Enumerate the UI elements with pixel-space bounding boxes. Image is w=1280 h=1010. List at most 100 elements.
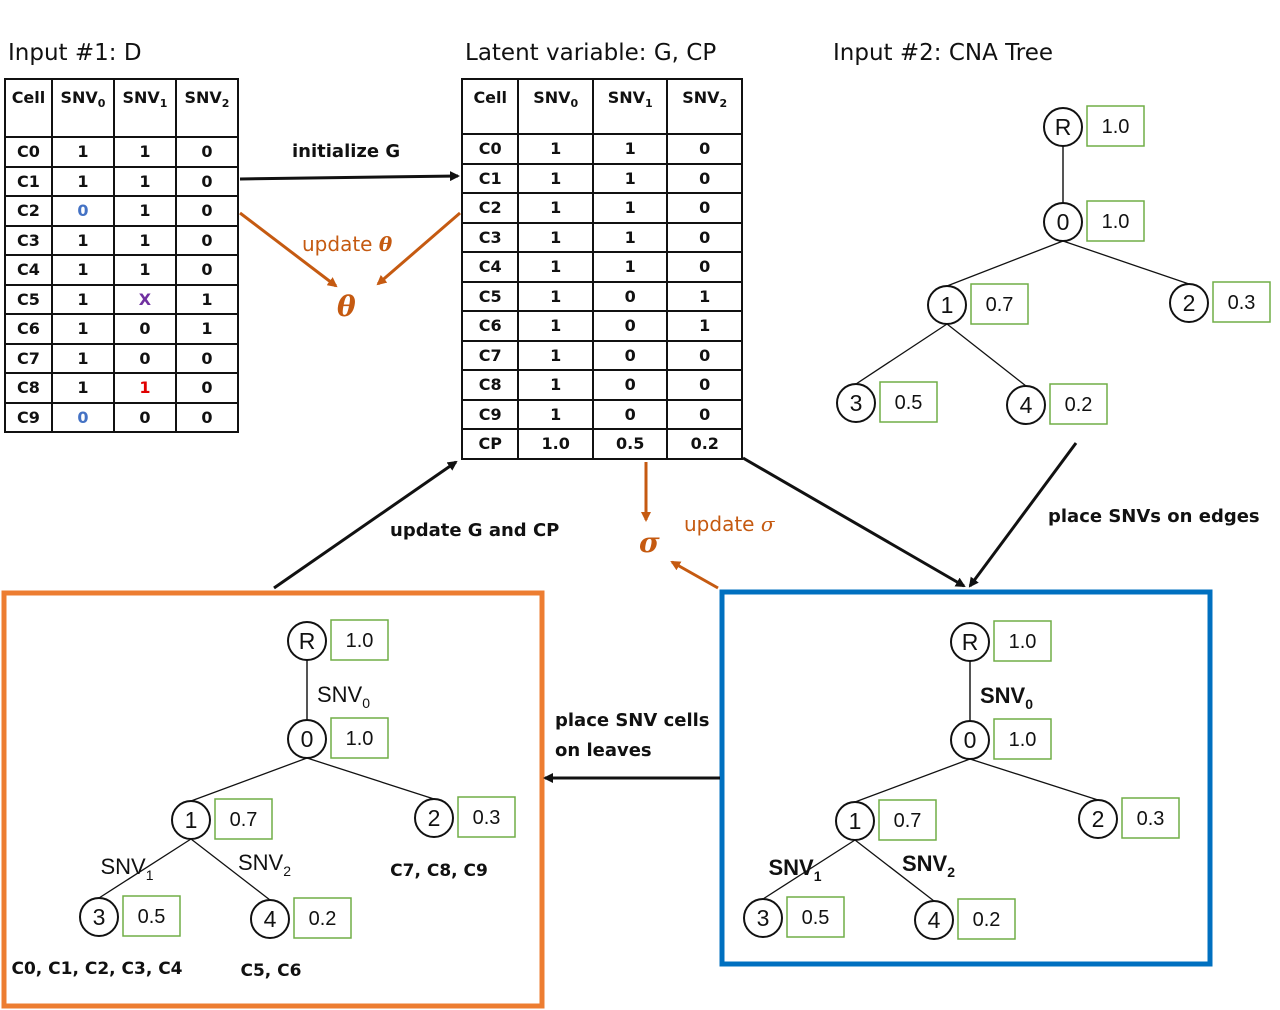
snv-value: 1 (591, 162, 669, 194)
node-label: 2 (428, 805, 441, 831)
cell-id: C9 (4, 401, 53, 433)
snv-value: 0 (666, 251, 743, 283)
clone-prevalence-box (122, 895, 181, 937)
node-label: 1 (185, 807, 198, 833)
node-circle (743, 898, 783, 938)
snv-value: 0 (112, 342, 177, 374)
update-sigma-label: update σ (684, 512, 774, 536)
theta-symbol: θ (337, 290, 356, 323)
snv-value: 0 (174, 195, 240, 227)
snv-edge-label-1-3: SNV1 (768, 855, 821, 884)
latent-variable-title: Latent variable: G, CP (465, 40, 717, 66)
initialize-g-label: initialize G (292, 141, 401, 162)
tree-edge-1-3 (762, 839, 856, 900)
snv-value: 1 (50, 165, 115, 197)
snv-value: 1 (50, 224, 115, 256)
update-g-cp-arrow (273, 460, 458, 590)
clone-prevalence-value: 0.7 (894, 810, 922, 832)
node-label: 0 (964, 727, 977, 753)
snv-edge-label-1-4: SNV2 (902, 851, 955, 880)
node-circle (950, 720, 990, 760)
clone-prevalence-box (1121, 797, 1180, 839)
clone-prevalence-box (214, 798, 273, 840)
snv-value: 1 (112, 224, 177, 256)
node-label: 3 (757, 905, 770, 931)
node-circle (414, 798, 454, 838)
cell-id: C6 (4, 313, 53, 345)
snv-value: 0 (666, 192, 743, 224)
clone-prevalence-box (879, 381, 938, 423)
node-label: 1 (849, 808, 862, 834)
node-circle (1043, 107, 1083, 147)
sigma-symbol: σ (639, 526, 660, 559)
cna-tree-title: Input #2: CNA Tree (833, 40, 1054, 66)
tree-edge-1-4 (946, 323, 1027, 387)
cell-id: C3 (460, 221, 520, 253)
place-cells-label-line2: on leaves (555, 740, 652, 761)
node-circle (287, 719, 327, 759)
node-circle (835, 801, 875, 841)
snv-edge-label-R-0: SNV0 (980, 683, 1033, 712)
snv-value: 0.2 (666, 428, 743, 460)
tree-edge-1-4 (854, 839, 935, 902)
clone-prevalence-value: 0.3 (1137, 808, 1165, 830)
update-theta-arrow-left (239, 211, 338, 288)
clone-prevalence-box (993, 620, 1052, 662)
column-header-snv0: SNV0 (517, 78, 594, 135)
tree-edge-1-4 (190, 838, 271, 901)
clone-prevalence-box (330, 619, 389, 661)
tree-edge-0-1 (190, 757, 308, 802)
clone-prevalence-value: 1.0 (1102, 211, 1130, 233)
snv-value: 0 (174, 401, 240, 433)
clone-prevalence-box (330, 717, 389, 759)
column-header-cell: Cell (4, 78, 53, 138)
update-theta-arrow-right (376, 211, 461, 286)
column-header-snv0: SNV0 (50, 78, 115, 138)
clone-prevalence-box (993, 718, 1052, 760)
clone-prevalence-box (957, 898, 1016, 940)
update-sigma-text: update (684, 512, 761, 536)
snv-value: 1 (517, 221, 594, 253)
snv-value: 0 (666, 369, 743, 401)
node-label: R (1055, 114, 1072, 140)
column-header-snv2: SNV2 (666, 78, 743, 135)
snv-value: 1 (112, 195, 177, 227)
snv-value: 1 (591, 133, 669, 165)
cell-id: C0 (460, 133, 520, 165)
snv-value: 1 (591, 192, 669, 224)
tree-edge-0-1 (946, 240, 1064, 287)
cell-id: C2 (4, 195, 53, 227)
clone-prevalence-value: 1.0 (1009, 729, 1037, 751)
snv-value: 0 (666, 162, 743, 194)
snv-value: 1 (517, 192, 594, 224)
node-label: 3 (850, 390, 863, 416)
clone-prevalence-box (1086, 200, 1145, 242)
node-circle (914, 900, 954, 940)
update-theta-label: update θ (302, 232, 392, 256)
tree-edge-0-2 (1062, 240, 1190, 285)
column-header-snv1: SNV1 (112, 78, 177, 138)
snv-value: 1.0 (517, 428, 594, 460)
snv-value: 0 (666, 221, 743, 253)
cell-id: C8 (4, 372, 53, 404)
sigma-inline-symbol: σ (760, 512, 775, 536)
node-label: 2 (1092, 806, 1105, 832)
cell-id: C6 (460, 310, 520, 342)
snv-value: 1 (517, 310, 594, 342)
